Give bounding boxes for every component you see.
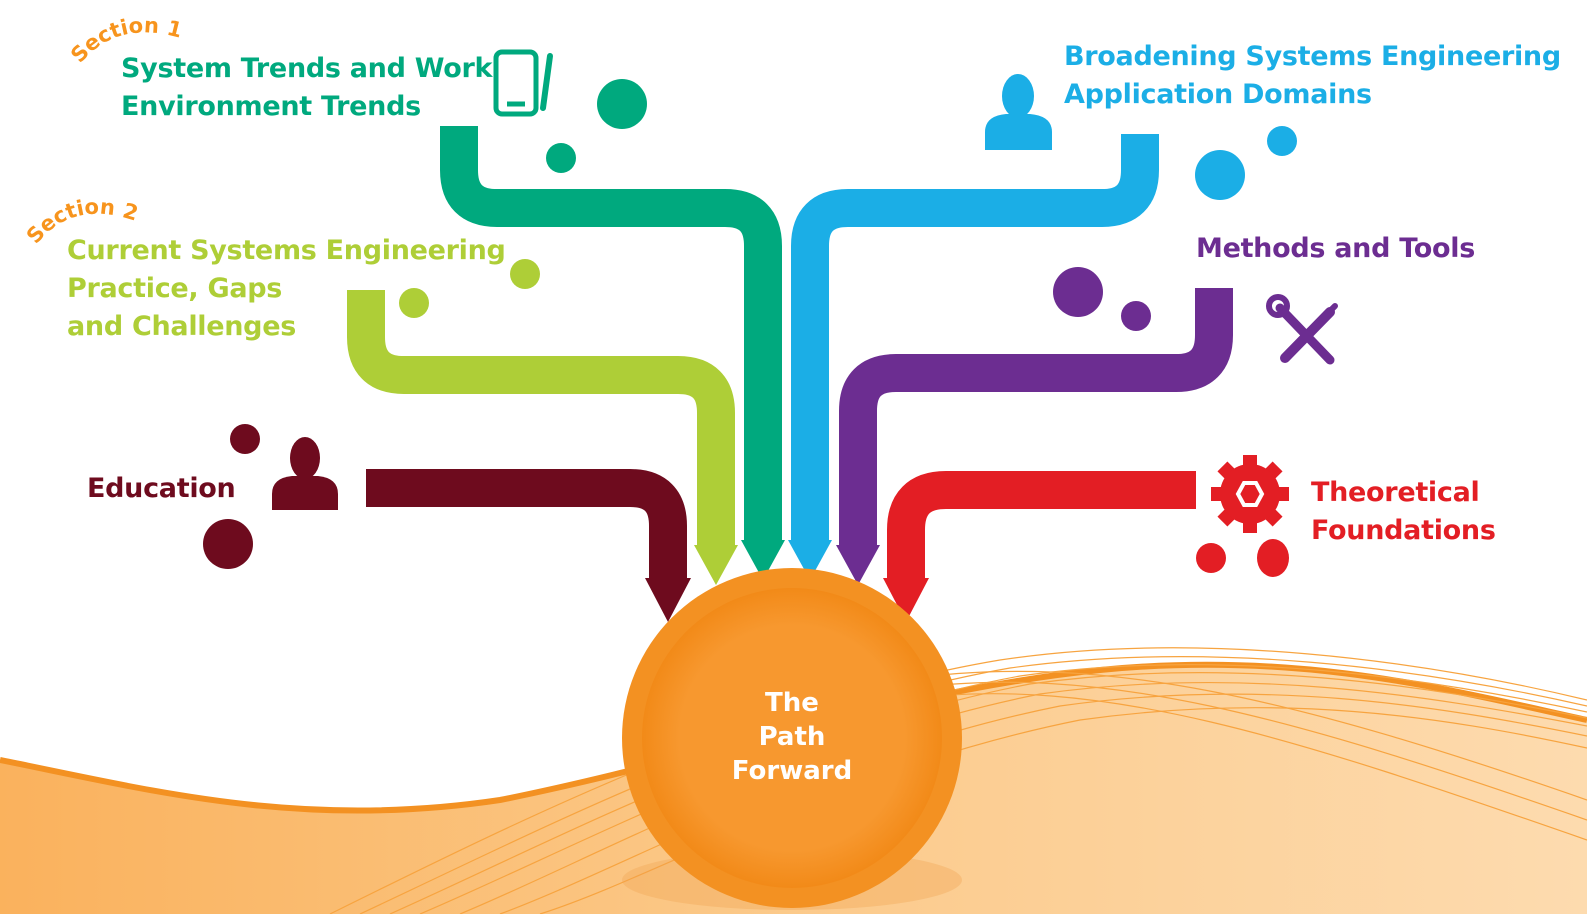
methods-arrow bbox=[839, 288, 1233, 548]
practice-label-line3: and Challenges bbox=[67, 311, 296, 342]
education-label-line1: Education bbox=[87, 473, 236, 504]
center-title: The Path Forward bbox=[672, 686, 912, 788]
foundations-label-line1: Theoretical bbox=[1311, 477, 1480, 508]
person-icon bbox=[272, 437, 338, 510]
methods-arrowhead bbox=[836, 545, 880, 585]
methods-label-line1: Methods and Tools bbox=[1196, 233, 1475, 264]
center-circle bbox=[622, 568, 962, 910]
trends-label-line2: Environment Trends bbox=[121, 91, 421, 122]
education-arrow bbox=[366, 469, 687, 585]
practice-arrowhead bbox=[694, 545, 738, 585]
domains-arrowhead bbox=[788, 540, 832, 580]
education-dots bbox=[203, 424, 260, 569]
domains-label: Broadening Systems Engineering Applicati… bbox=[1064, 38, 1561, 114]
foundations-arrowhead bbox=[883, 578, 929, 622]
center-title-line2: Path bbox=[758, 722, 826, 752]
domains-label-line2: Application Domains bbox=[1064, 79, 1372, 110]
methods-dots bbox=[1053, 267, 1151, 331]
person-icon bbox=[985, 74, 1052, 150]
education-label: Education bbox=[87, 470, 236, 508]
domains-label-line1: Broadening Systems Engineering bbox=[1064, 41, 1561, 72]
trends-arrowhead bbox=[741, 540, 785, 580]
domains-dots bbox=[1195, 126, 1297, 200]
methods-label: Methods and Tools bbox=[1196, 230, 1475, 268]
foundations-arrow bbox=[887, 471, 1196, 585]
foundations-label-line2: Foundations bbox=[1311, 515, 1496, 546]
foundations-label: Theoretical Foundations bbox=[1311, 474, 1496, 550]
trends-label-line1: System Trends and Work bbox=[121, 53, 493, 84]
foundations-dots bbox=[1196, 539, 1289, 577]
center-title-line3: Forward bbox=[731, 756, 853, 786]
practice-label: Current Systems Engineering Practice, Ga… bbox=[67, 232, 506, 346]
tablet-pen-icon bbox=[493, 49, 553, 117]
trends-label: System Trends and Work Environment Trend… bbox=[121, 50, 492, 126]
practice-arrow bbox=[347, 290, 735, 548]
wrench-screwdriver-icon bbox=[1266, 294, 1338, 365]
practice-dots bbox=[399, 259, 540, 318]
education-arrowhead bbox=[645, 578, 691, 622]
practice-label-line2: Practice, Gaps bbox=[67, 273, 283, 304]
trends-dots bbox=[546, 79, 647, 173]
center-title-line1: The bbox=[765, 688, 819, 718]
gear-icon bbox=[1211, 455, 1289, 533]
trends-arrow bbox=[440, 126, 782, 545]
domains-arrow bbox=[791, 134, 1159, 545]
practice-label-line1: Current Systems Engineering bbox=[67, 235, 506, 266]
